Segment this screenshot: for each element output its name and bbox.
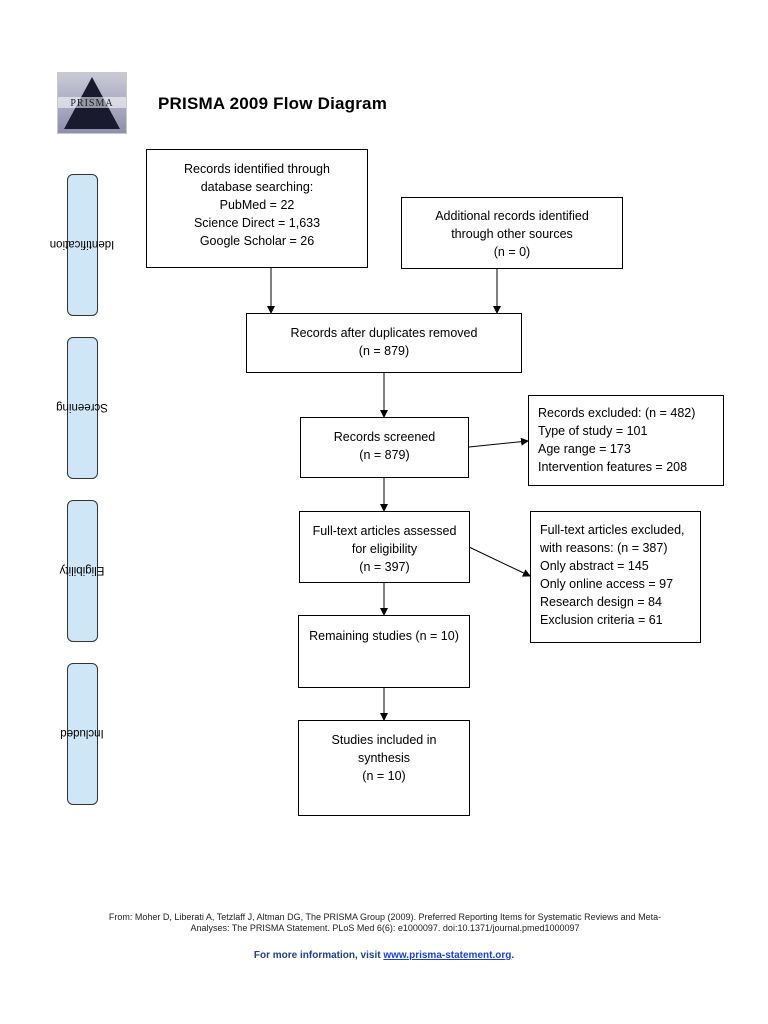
- phase-identification-bar: [67, 174, 98, 316]
- box-line: Full-text articles excluded,: [540, 523, 685, 537]
- phase-included-bar: [67, 663, 98, 805]
- box-line: (n = 10): [362, 769, 406, 783]
- box-line: (n = 879): [359, 448, 410, 462]
- box-line: Google Scholar = 26: [199, 234, 315, 248]
- box-line: (n = 397): [359, 560, 410, 574]
- box-duplicates-removed: Records after duplicates removed (n = 87…: [246, 313, 522, 373]
- box-line: (n = 879): [358, 344, 410, 358]
- more-info-suffix: .: [511, 950, 515, 961]
- box-line: Additional records identified: [435, 209, 589, 223]
- box-line: Only abstract = 145: [540, 559, 649, 573]
- box-fulltext-excluded: Full-text articles excluded, with reason…: [530, 511, 701, 643]
- box-line: Research design = 84: [540, 595, 662, 609]
- box-line: Records identified through: [184, 162, 330, 176]
- box-line: with reasons: (n = 387): [540, 541, 668, 555]
- phase-eligibility-bar: [67, 500, 98, 642]
- arrow-screened-to-excluded: [468, 437, 529, 448]
- more-info-prefix: For more information, visit: [253, 950, 384, 961]
- box-line: Studies included in: [331, 733, 437, 747]
- box-fulltext-assessed: Full-text articles assessed for eligibil…: [299, 511, 470, 583]
- prisma-logo: PRISMA: [57, 72, 127, 134]
- logo-text: PRISMA: [70, 98, 113, 109]
- box-records-excluded: Records excluded: (n = 482) Type of stud…: [528, 395, 724, 486]
- box-records-screened: Records screened (n = 879): [300, 417, 469, 478]
- citation-line-1: From: Moher D, Liberati A, Tetzlaff J, A…: [108, 912, 662, 922]
- box-line: Age range = 173: [538, 442, 631, 456]
- box-line: Exclusion criteria = 61: [540, 613, 663, 627]
- box-line: synthesis: [357, 751, 411, 765]
- box-line: Science Direct = 1,633: [193, 216, 321, 230]
- box-line: Remaining studies (n = 10): [309, 629, 459, 643]
- citation-line-2: Analyses: The PRISMA Statement. PLoS Med…: [190, 923, 580, 933]
- box-line: Type of study = 101: [538, 424, 648, 438]
- page-title: PRISMA 2009 Flow Diagram: [158, 94, 388, 113]
- box-line: Records after duplicates removed: [290, 326, 478, 340]
- box-line: database searching:: [200, 180, 314, 194]
- box-line: Intervention features = 208: [538, 460, 688, 474]
- box-line: (n = 0): [493, 245, 531, 259]
- arrow-fulltext-to-excluded: [468, 546, 531, 577]
- box-other-sources: Additional records identified through ot…: [401, 197, 623, 269]
- box-line: PubMed = 22: [219, 198, 295, 212]
- prisma-website-link[interactable]: www.prisma-statement.org: [383, 950, 512, 961]
- box-line: Only online access = 97: [540, 577, 674, 591]
- box-line: Records screened: [333, 430, 436, 444]
- box-remaining-studies: Remaining studies (n = 10): [298, 615, 470, 688]
- box-line: for eligibility: [351, 542, 418, 556]
- citation: From: Moher D, Liberati A, Tetzlaff J, A…: [60, 912, 710, 934]
- box-studies-included: Studies included in synthesis (n = 10): [298, 720, 470, 816]
- box-line: Records excluded: (n = 482): [538, 406, 696, 420]
- box-database-records: Records identified through database sear…: [146, 149, 368, 268]
- more-info: For more information, visit www.prisma-s…: [0, 950, 768, 961]
- phase-screening-bar: [67, 337, 98, 479]
- box-line: Full-text articles assessed: [312, 524, 457, 538]
- box-line: through other sources: [451, 227, 573, 241]
